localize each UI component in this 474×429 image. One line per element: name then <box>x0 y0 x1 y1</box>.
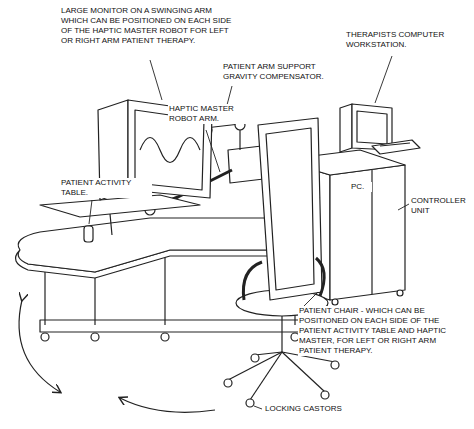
callout-label: PATIENT CHAIR - WHICH CAN BE POSITIONED … <box>298 306 470 356</box>
callout-label: HAPTIC MASTER ROBOT ARM. <box>168 104 250 124</box>
callout-label: LARGE MONITOR ON A SWINGING ARM WHICH CA… <box>60 6 242 46</box>
callout-label: PATIENT ARM SUPPORT GRAVITY COMPENSATOR. <box>222 62 342 82</box>
callout-label: PC. <box>350 182 372 192</box>
callout-label: LOCKING CASTORS <box>264 404 346 414</box>
callout-label: PATIENT ACTIVITY TABLE. <box>60 178 152 198</box>
callout-label: THERAPISTS COMPUTER WORKSTATION. <box>345 30 462 50</box>
callout-label: CONTROLLER UNIT <box>410 196 470 216</box>
